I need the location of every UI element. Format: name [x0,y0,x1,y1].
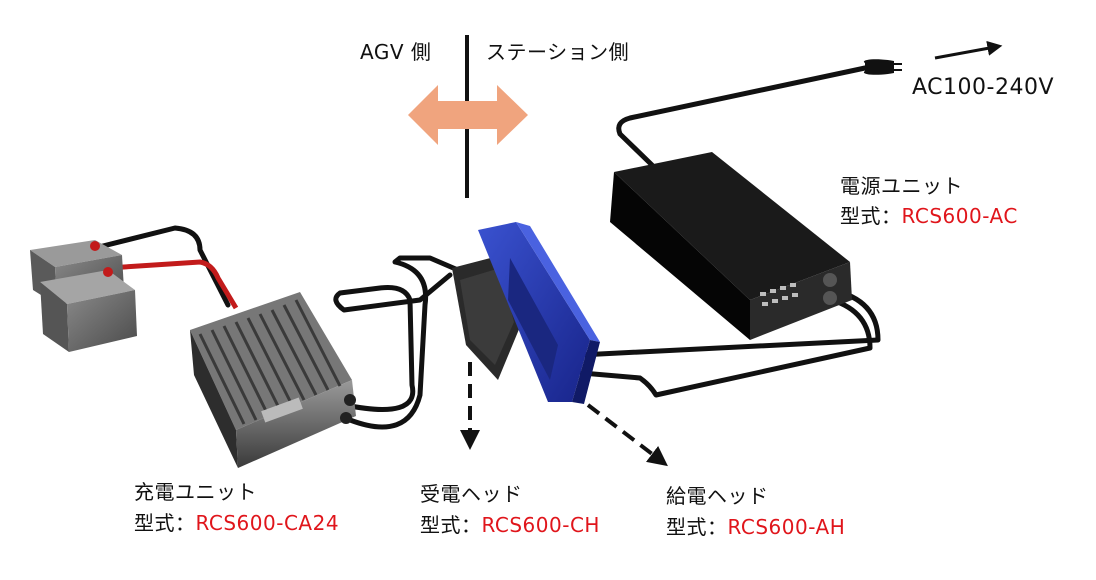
ac-plug-icon [863,59,902,75]
model-prefix: 型式： [134,511,196,535]
charge-unit-name: 充電ユニット [134,480,257,504]
agv-side-label: AGV 側 [360,40,432,64]
supply-head-device [478,222,600,404]
power-unit-model-line: 型式：RCS600-AC [840,204,1018,228]
power-input-label: AC100-240V [912,75,1054,100]
charge-unit-model: RCS600-CA24 [195,511,340,535]
supply-head-model: RCS600-AH [727,515,846,539]
receive-head-model: RCS600-CH [481,513,600,537]
battery-cable-red [107,259,239,310]
charge-unit-model-line: 型式：RCS600-CA24 [134,511,339,535]
model-prefix: 型式： [666,515,728,539]
double-arrow-icon [408,85,528,145]
power-unit-model: RCS600-AC [901,204,1018,228]
charge-unit-device [190,292,356,468]
supply-head-model-line: 型式：RCS600-AH [666,515,845,539]
receive-head-model-line: 型式：RCS600-CH [420,513,600,537]
receive-head-name: 受電ヘッド [420,482,523,506]
supply-head-pointer [586,403,668,467]
power-input-arrow [934,40,1003,60]
supply-head-name: 給電ヘッド [666,484,769,508]
station-side-label: ステーション側 [486,40,630,64]
battery-icon [30,240,137,352]
power-unit-name: 電源ユニット [840,174,963,198]
model-prefix: 型式： [840,204,902,228]
power-unit-device [610,152,852,340]
model-prefix: 型式： [420,513,482,537]
